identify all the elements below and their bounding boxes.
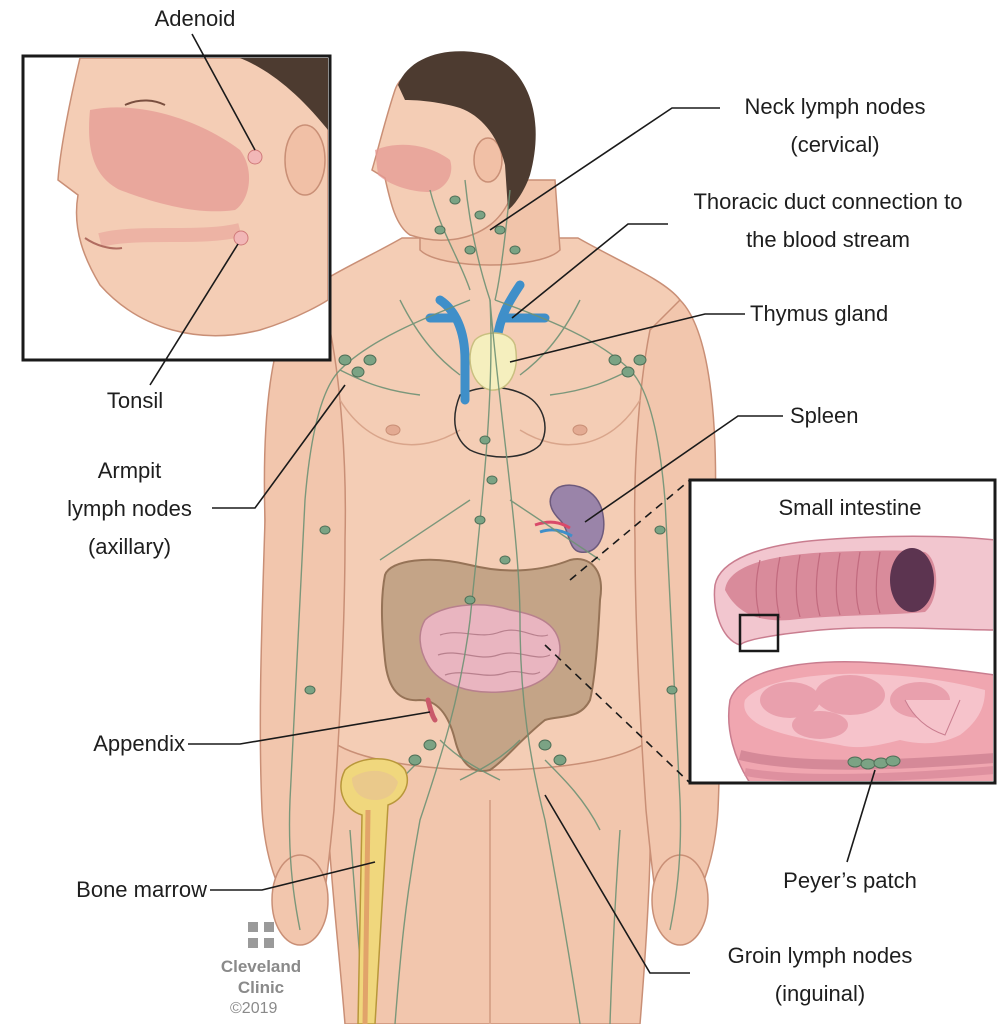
label-armpit-lymph-nodes: Armpit lymph nodes (axillary) [52, 452, 207, 566]
label-adenoid: Adenoid [140, 0, 250, 38]
label-bone-marrow: Bone marrow [45, 871, 207, 909]
adenoid-marker [248, 150, 262, 164]
small-intestine [420, 605, 560, 692]
label-armpit-line2: lymph nodes [52, 490, 207, 528]
label-thymus-gland: Thymus gland [750, 295, 950, 333]
tonsil-marker [234, 231, 248, 245]
label-spleen: Spleen [790, 397, 910, 435]
copyright-text: ©2019 [230, 1000, 277, 1018]
label-groin-line2: (inguinal) [695, 975, 945, 1013]
logo-name: Cleveland Clinic [205, 956, 317, 998]
thymus-gland [470, 333, 516, 390]
label-small-intestine: Small intestine [760, 489, 940, 527]
label-peyers-patch: Peyer’s patch [770, 862, 930, 900]
label-neck-lymph-nodes: Neck lymph nodes (cervical) [720, 88, 950, 164]
label-neck-line1: Neck lymph nodes [720, 88, 950, 126]
logo-name-line2: Clinic [205, 977, 317, 998]
label-groin-line1: Groin lymph nodes [695, 937, 945, 975]
face-inset [23, 56, 330, 360]
label-thoracic-line1: Thoracic duct connection to [668, 183, 988, 221]
label-tonsil: Tonsil [85, 382, 185, 420]
label-armpit-line3: (axillary) [52, 528, 207, 566]
label-neck-line2: (cervical) [720, 126, 950, 164]
label-thoracic-duct: Thoracic duct connection to the blood st… [668, 183, 988, 259]
logo-name-line1: Cleveland [205, 956, 317, 977]
label-appendix: Appendix [60, 725, 185, 763]
label-armpit-line1: Armpit [52, 452, 207, 490]
cleveland-clinic-logo-mark [248, 922, 274, 948]
label-groin-lymph-nodes: Groin lymph nodes (inguinal) [695, 937, 945, 1013]
label-thoracic-line2: the blood stream [668, 221, 988, 259]
